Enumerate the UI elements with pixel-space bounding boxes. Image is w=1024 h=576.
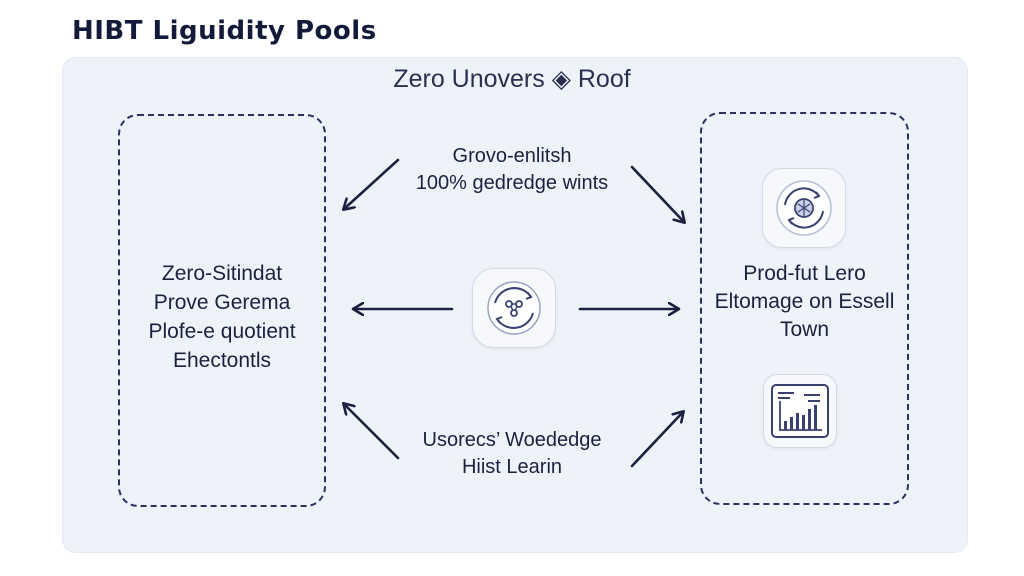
page-title: HIBT Liguidity Pools bbox=[72, 16, 377, 46]
right-box-text: Prod-fut Lero Eltomage on Essell Town bbox=[714, 262, 895, 341]
arrow-bottom-right bbox=[630, 412, 683, 468]
right-dashed-box bbox=[700, 112, 909, 505]
arrow-top-left bbox=[344, 158, 400, 209]
refresh-cycle-icon bbox=[762, 168, 846, 248]
top-note: Grovo-enlitsh 100% gedredge wints bbox=[415, 145, 609, 194]
bar-chart-icon bbox=[763, 374, 837, 448]
arrow-bottom-left bbox=[344, 404, 400, 460]
network-cycle-icon bbox=[472, 268, 556, 348]
diagram-title: Zero Unovers ◈ Roof bbox=[393, 65, 631, 93]
left-dashed-box bbox=[118, 114, 326, 507]
bottom-note: Usorecs’ Woededge Hiist Learin bbox=[422, 429, 602, 478]
left-box-text: Zero-Sitindat Prove Gerema Plofe-e quoti… bbox=[148, 262, 296, 372]
arrow-top-right bbox=[630, 165, 684, 222]
